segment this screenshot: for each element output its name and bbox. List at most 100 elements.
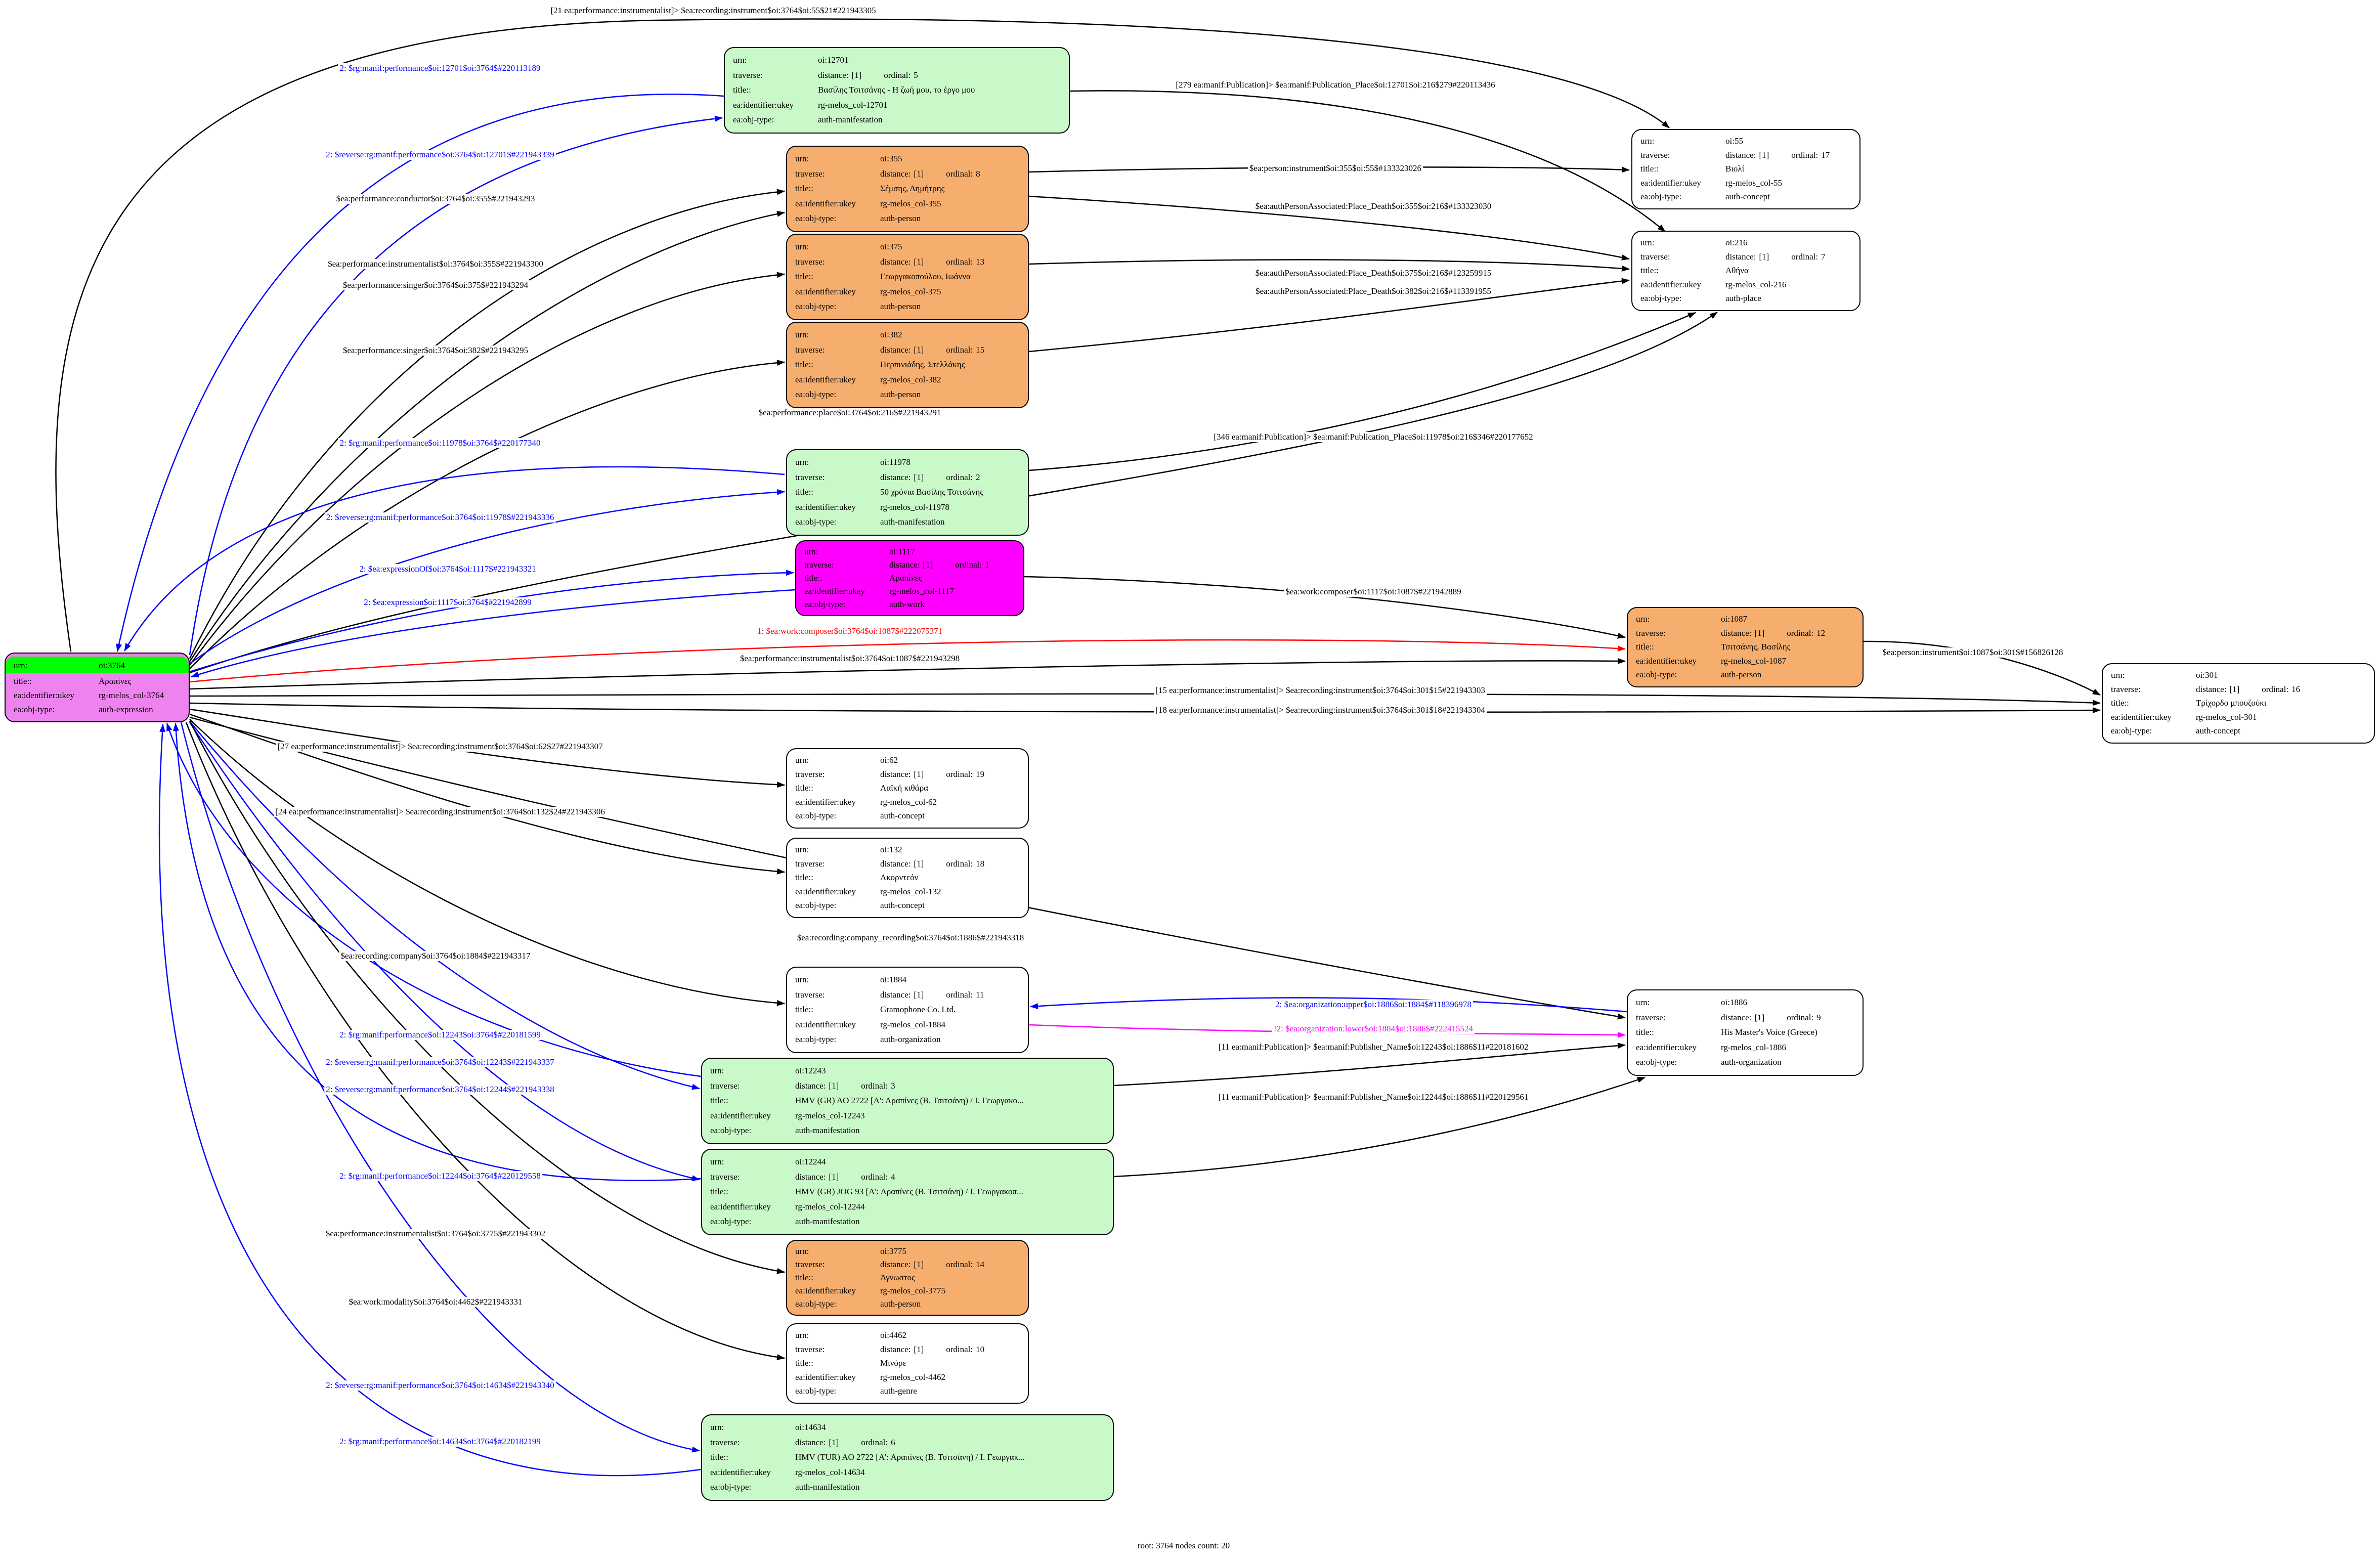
traverse-value: distance:[1]ordinal:10 <box>880 1344 1020 1355</box>
objtype-label: ea:obj-type: <box>733 115 774 125</box>
urn-value: oi:216 <box>1725 238 1748 248</box>
distance-group: distance:[1] <box>880 344 924 356</box>
ordinal-label: ordinal: <box>946 1344 973 1354</box>
edge-label-oi-3764-to-oi-1886: $ea:recording:company_recording$oi:3764$… <box>795 933 1026 943</box>
ukey-label: ea:identifier:ukey <box>710 1467 771 1477</box>
traverse-value: distance:[1]ordinal:6 <box>795 1437 1105 1448</box>
traverse-label: traverse: <box>710 1437 740 1447</box>
ordinal-label: ordinal: <box>1791 251 1819 262</box>
ordinal-group: ordinal:15 <box>946 344 984 356</box>
ukey-value: rg-melos_col-355 <box>880 198 941 208</box>
node-row-traverse: traverse:distance:[1]ordinal:12 <box>1628 628 1863 639</box>
urn-value: oi:1117 <box>889 546 915 556</box>
objtype-value: auth-manifestation <box>795 1125 860 1136</box>
distance-label: distance: <box>1721 628 1752 638</box>
objtype-label: ea:obj-type: <box>795 1298 837 1309</box>
title-value: Μινόρε <box>880 1358 906 1368</box>
distance-group: distance:[1] <box>880 168 924 180</box>
title-label: title:: <box>14 676 32 686</box>
node-row-urn: urn:oi:301 <box>2103 670 2374 681</box>
ordinal-group: ordinal:16 <box>2262 684 2300 695</box>
node-row-urn: urn:oi:14634 <box>702 1422 1113 1433</box>
node-oi-14634[interactable]: urn:oi:14634 traverse: distance:[1]ordinal… <box>701 1414 1114 1501</box>
node-row-urn: urn:oi:11978 <box>787 457 1028 468</box>
urn-label: urn: <box>795 845 809 855</box>
edge-label-oi-1884-to-oi-1886: !2: $ea:organization:lower$oi:1884$oi:18… <box>1272 1024 1475 1034</box>
objtype-label: ea:obj-type: <box>795 389 837 400</box>
ordinal-value: 8 <box>976 168 980 179</box>
title-label: title:: <box>795 184 813 194</box>
traverse-value: distance:[1]ordinal:4 <box>795 1172 1105 1183</box>
node-row-urn: urn:oi:3775 <box>787 1246 1028 1257</box>
edge-label-oi-3764-to-oi-355: $ea:performance:instrumentalist$oi:3764$… <box>326 259 545 269</box>
node-row-title: title::HMV (GR) JOG 93 [Α': Αραπίνες (Β.… <box>702 1186 1113 1197</box>
node-row-objtype: ea:obj-type:auth-concept <box>787 900 1028 911</box>
objtype-label: ea:obj-type: <box>1636 1057 1677 1067</box>
node-row-traverse: traverse:distance:[1]ordinal:11 <box>787 989 1028 1001</box>
edge-label-oi-3764-to-oi-3775: $ea:performance:instrumentalist$oi:3764$… <box>324 1229 547 1239</box>
edge-oi-3764-to-oi-1087 <box>189 639 1626 683</box>
node-row-urn: urn:oi:355 <box>787 153 1028 164</box>
edge-label-oi-355-to-oi-55: $ea:person:instrument$oi:355$oi:55$#1333… <box>1248 163 1423 174</box>
node-row-objtype: ea:obj-type:auth-manifestation <box>702 1125 1113 1136</box>
title-label: title:: <box>1640 164 1659 174</box>
traverse-value: distance:[1]ordinal:2 <box>880 472 1020 483</box>
title-label: title:: <box>1640 266 1659 276</box>
node-row-urn: urn:oi:3764 <box>6 656 189 673</box>
ukey-value: rg-melos_col-12243 <box>795 1110 865 1120</box>
node-row-title: title::Αραπίνες <box>796 573 1023 584</box>
objtype-label: ea:obj-type: <box>795 517 837 527</box>
node-row-objtype: ea:obj-type:auth-manifestation <box>787 516 1028 528</box>
ordinal-label: ordinal: <box>946 168 973 179</box>
edge-oi-3764-to-oi-55 <box>55 18 1670 652</box>
edge-label-oi-3764-to-oi-355: $ea:performance:conductor$oi:3764$oi:355… <box>334 194 537 204</box>
ordinal-group: ordinal:7 <box>1791 251 1825 263</box>
traverse-label: traverse: <box>733 70 763 80</box>
ukey-label: ea:identifier:ukey <box>1640 178 1701 188</box>
traverse-label: traverse: <box>1640 251 1670 262</box>
objtype-label: ea:obj-type: <box>2111 726 2152 736</box>
edge-label-oi-1117-to-oi-1087: $ea:work:composer$oi:1117$oi:1087$#22194… <box>1284 587 1463 597</box>
distance-value: [1] <box>829 1172 839 1182</box>
distance-group: distance:[1] <box>889 559 933 571</box>
node-row-objtype: ea:obj-type:auth-expression <box>6 704 189 715</box>
objtype-value: auth-genre <box>880 1386 917 1396</box>
traverse-value: distance:[1]ordinal:14 <box>880 1259 1020 1270</box>
ordinal-group: ordinal:1 <box>955 559 989 571</box>
traverse-value: distance:[1] ordinal:15 <box>880 344 1020 356</box>
title-value: 50 χρόνια Βασίλης Τσιτσάνης <box>880 487 983 497</box>
node-row-urn: urn:oi:1117 <box>796 546 1023 557</box>
title-value: Αραπίνες <box>99 676 132 686</box>
objtype-value: auth-person <box>880 1298 921 1309</box>
ordinal-value: 9 <box>1816 1012 1821 1022</box>
edge-oi-3764-to-oi-301 <box>189 702 2101 714</box>
ukey-label: ea:identifier:ukey <box>795 1372 856 1382</box>
ukey-value: rg-melos_col-3764 <box>99 690 164 700</box>
distance-value: [1] <box>914 168 924 179</box>
ordinal-label: ordinal: <box>884 70 911 80</box>
distance-label: distance: <box>889 559 920 570</box>
